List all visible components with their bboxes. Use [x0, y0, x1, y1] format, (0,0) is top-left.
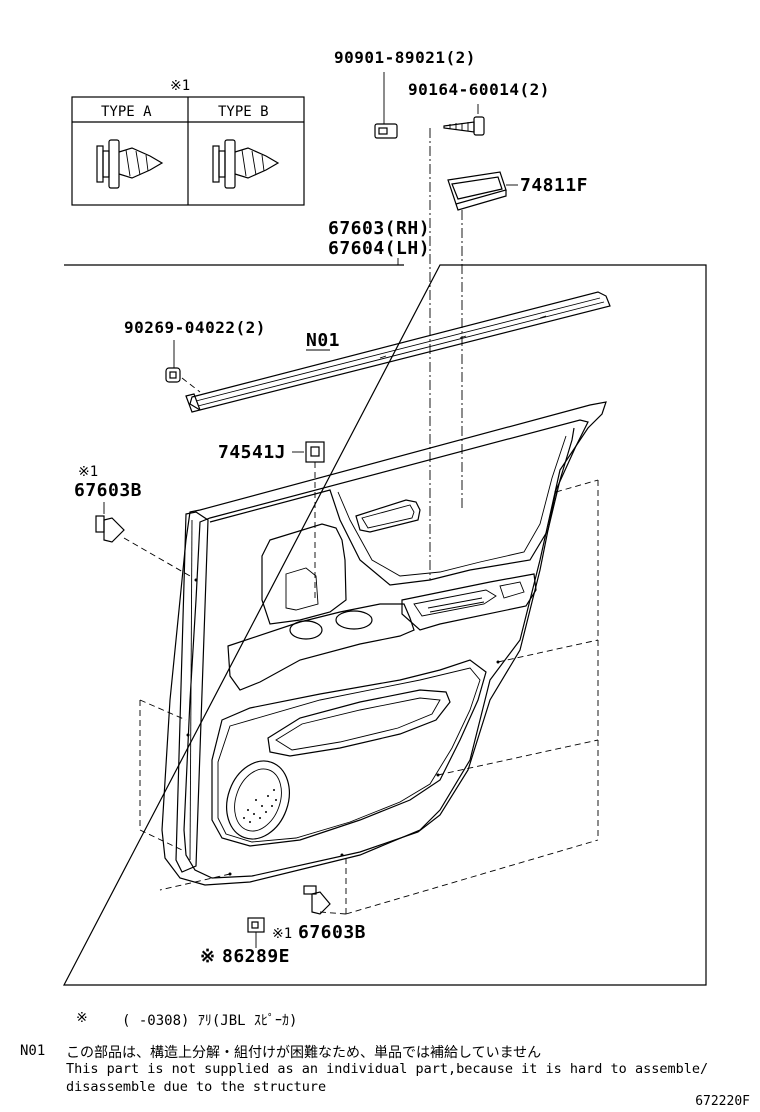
part-67603-rh[interactable]: 67603(RH) [328, 218, 431, 239]
footnote-star-mark: ※ [76, 1010, 88, 1026]
type-table-note-mark: ※1 [170, 78, 191, 94]
screw-90164-icon [443, 104, 485, 136]
part-67603b-bottom[interactable]: 67603B [298, 922, 367, 943]
part-86289e[interactable]: 86289E [222, 946, 291, 967]
part-n01[interactable]: N01 [306, 330, 341, 351]
footnote-n01-mark: N01 [20, 1043, 46, 1059]
part-74541j[interactable]: 74541J [218, 442, 287, 463]
clip-74541j-icon [292, 441, 325, 600]
part-67603b-bottom-mark: ※1 [272, 926, 293, 942]
part-90269-04022[interactable]: 90269-04022(2) [124, 318, 266, 337]
clip-90269-icon [165, 340, 201, 393]
type-a-label: TYPE A [101, 104, 152, 120]
clip-90901-icon [374, 72, 398, 139]
clip-type-b-icon [212, 139, 280, 189]
clip-86289e-icon [247, 917, 265, 948]
assembly-frame [63, 264, 707, 986]
weatherstrip-n01-icon [185, 291, 611, 413]
footnote-n01-jp: この部品は、構造上分解・組付けが困難なため、単品では補給していません [66, 1045, 542, 1061]
clip-type-table [71, 96, 305, 206]
part-74811f[interactable]: 74811F [520, 175, 589, 196]
speaker-grille-dots [243, 789, 277, 823]
clip-67603b-left-icon [95, 502, 191, 577]
part-86289e-mark: ※ [200, 946, 216, 967]
handle-cover-74811f-icon [447, 171, 518, 211]
clip-67603b-bottom-icon [303, 885, 347, 915]
footnote-n01-en-line1: This part is not supplied as an individu… [66, 1061, 709, 1077]
footnote-n01-en-line2: disassemble due to the structure [66, 1079, 327, 1095]
part-90901-89021[interactable]: 90901-89021(2) [334, 48, 476, 67]
part-67604-lh[interactable]: 67604(LH) [328, 238, 431, 259]
door-trim-panel-icon [161, 401, 607, 886]
part-90164-60014[interactable]: 90164-60014(2) [408, 80, 550, 99]
projection-leaders [139, 479, 599, 915]
clip-type-a-icon [96, 139, 164, 189]
footnote-star-text: ( -0308) ｱﾘ(JBL ｽﾋﾟｰｶ) [122, 1013, 298, 1029]
type-b-label: TYPE B [218, 104, 269, 120]
part-67603b-left-mark: ※1 [78, 464, 99, 480]
diagram-code: 672220F [695, 1094, 750, 1109]
part-67603b-left[interactable]: 67603B [74, 480, 143, 501]
